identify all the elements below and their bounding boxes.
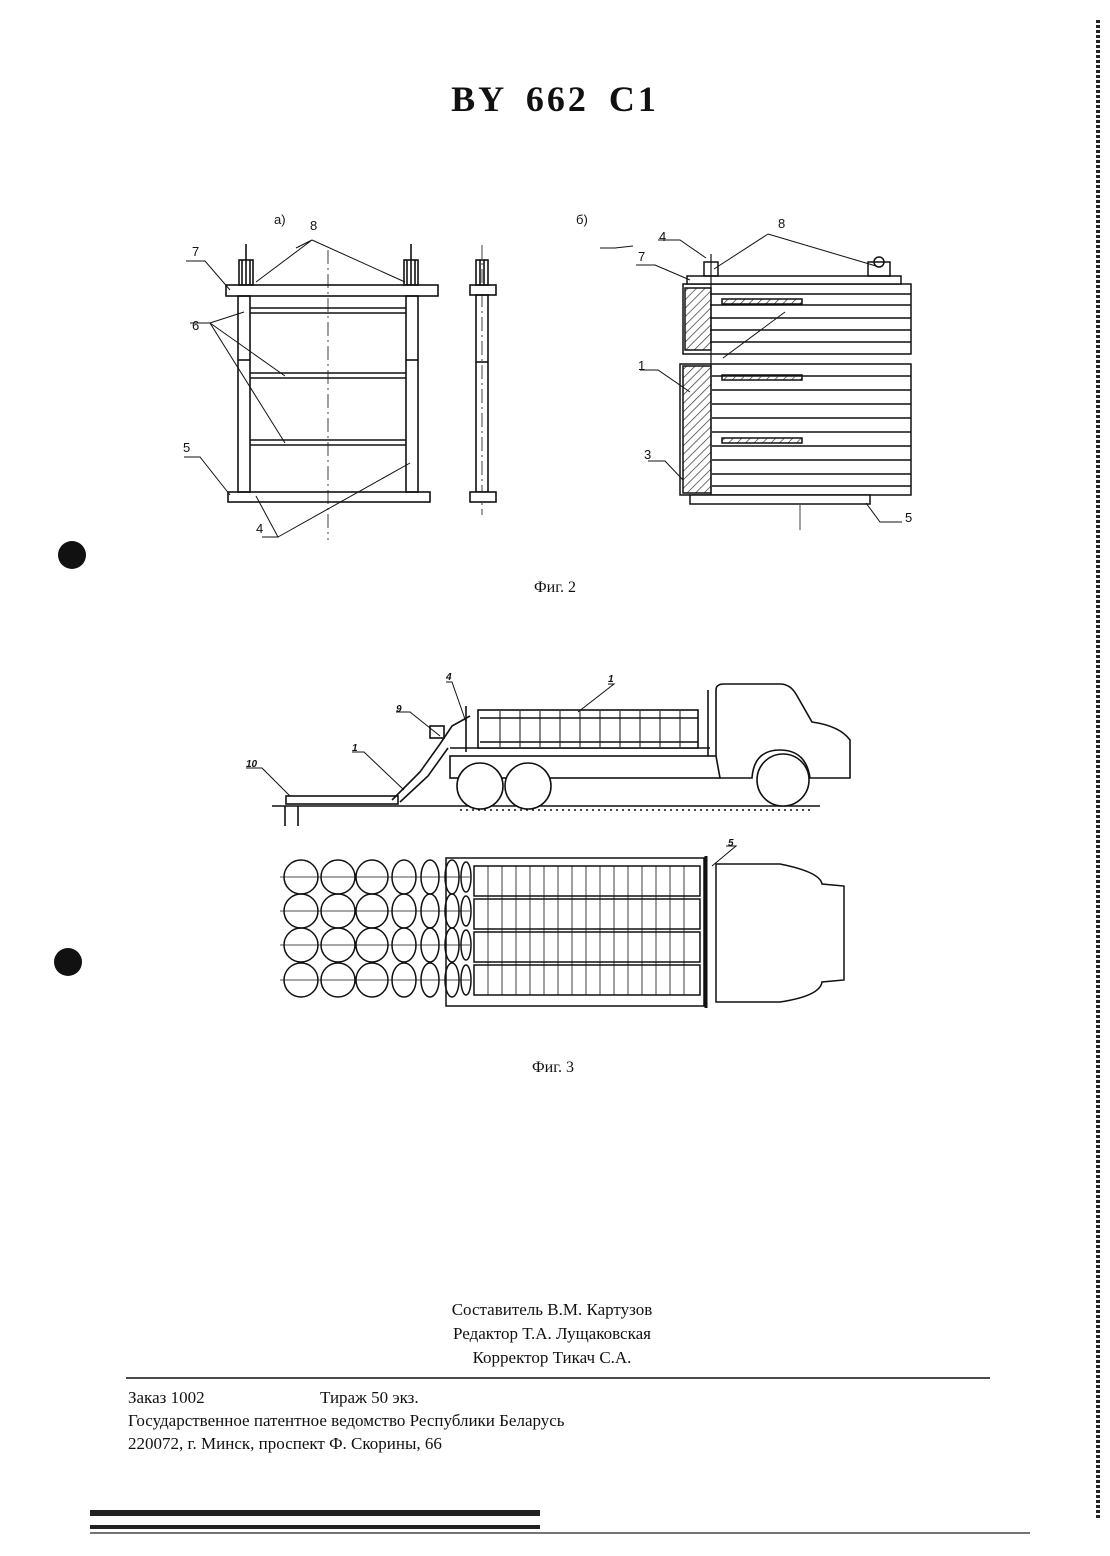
footer-office: Государственное патентное ведомство Респ…	[128, 1411, 565, 1431]
svg-text:4: 4	[256, 521, 263, 536]
fig3-rings	[280, 860, 471, 997]
svg-text:1: 1	[608, 674, 614, 685]
fig3-top-labels: 5	[728, 838, 734, 849]
svg-text:7: 7	[638, 249, 645, 264]
svg-text:5: 5	[905, 510, 912, 525]
fig3-truck-top	[280, 856, 844, 1008]
punch-hole-bottom	[54, 948, 82, 976]
fig2-frame-front	[226, 244, 438, 540]
figure-2-caption: Фиг. 2	[534, 579, 576, 597]
scan-edge-bottom	[90, 1513, 1030, 1533]
svg-text:9: 9	[396, 704, 402, 715]
fig3-truck-side	[272, 684, 850, 826]
footer-circulation: Тираж 50 экз.	[320, 1388, 419, 1408]
svg-text:1: 1	[638, 358, 645, 373]
svg-text:6: 6	[192, 318, 199, 333]
fig2-variant-a-label: а)	[274, 212, 286, 227]
fig2-frame-side	[470, 245, 496, 515]
svg-text:4: 4	[659, 229, 666, 244]
svg-text:8: 8	[778, 216, 785, 231]
imprint-corrector: Корректор Тикач С.А.	[352, 1348, 752, 1368]
footer-order: Заказ 1002	[128, 1388, 205, 1408]
svg-text:4: 4	[445, 672, 452, 683]
imprint-compiler: Составитель В.М. Картузов	[352, 1300, 752, 1320]
svg-text:3: 3	[644, 447, 651, 462]
fig2-variant-b-label: б)	[576, 212, 588, 227]
svg-text:5: 5	[728, 838, 734, 849]
svg-text:8: 8	[310, 218, 317, 233]
footer-address: 220072, г. Минск, проспект Ф. Скорины, 6…	[128, 1434, 442, 1454]
svg-text:5: 5	[183, 440, 190, 455]
svg-text:1: 1	[352, 743, 358, 754]
fig3-top-leaders	[712, 846, 736, 866]
punch-hole-top	[58, 541, 86, 569]
svg-text:10: 10	[246, 759, 258, 770]
svg-text:7: 7	[192, 244, 199, 259]
fig2-loaded-stack	[680, 254, 911, 530]
figure-3-caption: Фиг. 3	[532, 1059, 574, 1077]
imprint-editor: Редактор Т.А. Лущаковская	[352, 1324, 752, 1344]
